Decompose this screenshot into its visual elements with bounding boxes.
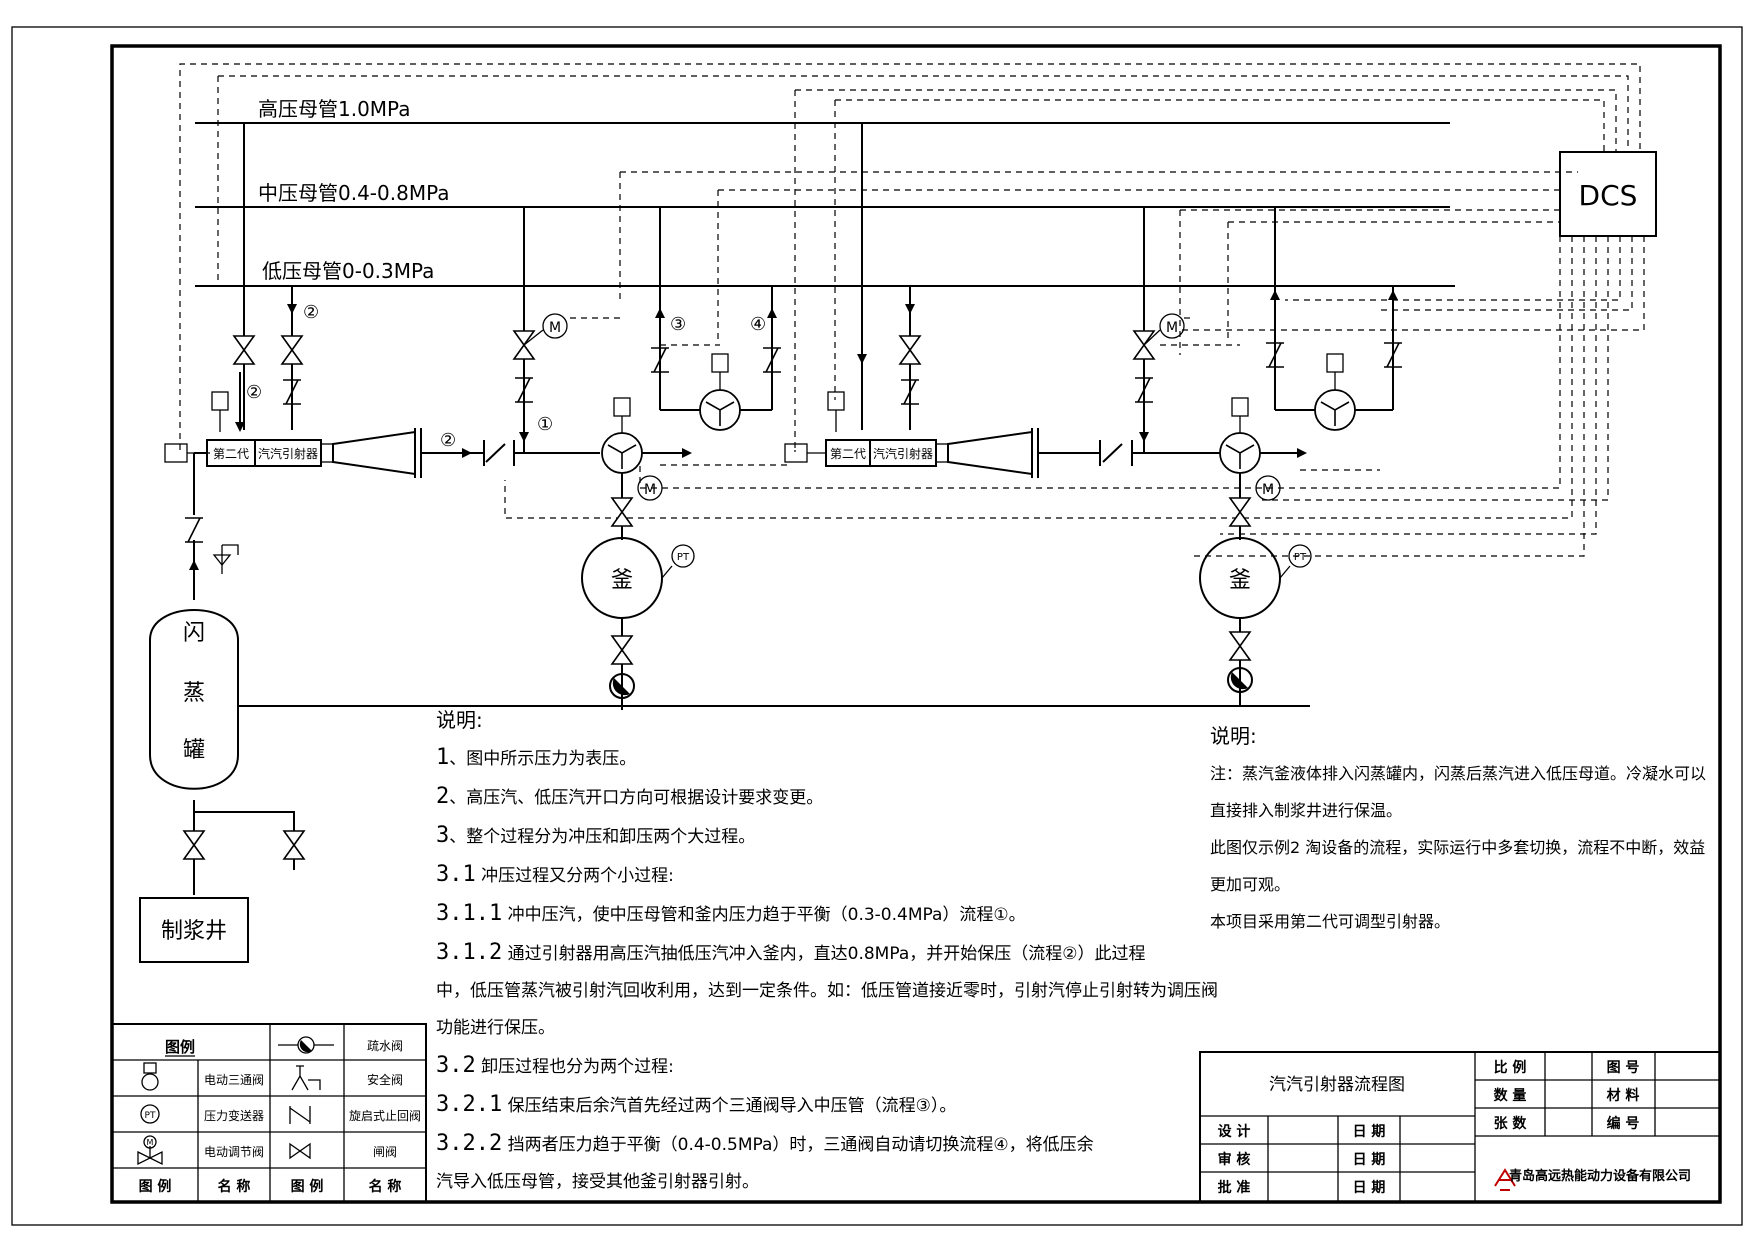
dcs-label: DCS [1579,179,1638,212]
legend-footer-4: 名 称 [369,1178,402,1195]
legend-item-pressure-transmitter: 压力变送器 [204,1108,264,1123]
tb-date-1: 日 期 [1353,1124,1386,1140]
motor-m-1: M [549,320,561,336]
unit-left: ② ② 第二代 汽汽引射器 ② M ① [164,123,782,710]
note-line: 3.2.1 保压结束后余汽首先经过两个三通阀导入中压管（流程③）。 [436,1092,957,1117]
slurry-well [139,897,249,963]
inner-frame [110,44,1722,1204]
drawing-name: 汽汽引射器流程图 [1269,1075,1405,1095]
kettle-right-label: 釜 [1229,568,1251,593]
legend-item-control-valve: 电动调节阀 [204,1145,264,1159]
tb-serial: 编 号 [1607,1115,1640,1132]
motor-m-3: M [1166,320,1178,336]
company-logo-icon [1494,1168,1516,1191]
ejector-name-label: 汽汽引射器 [258,446,318,461]
flow-marker-2b: ② [303,302,319,323]
tb-material: 材 料 [1607,1087,1640,1104]
high-pressure-header-label: 高压母管1.0MPa [258,97,410,121]
legend-pt: PT [145,1111,156,1121]
unit-right: 第二代 汽汽引射器 M M [784,123,1403,706]
steam-trap-left [609,673,635,699]
note-line: 此图仅示例2 淘设备的流程，实际运行中多套切换，流程不中断，效益 [1210,838,1706,857]
flow-marker-2a: ② [246,382,262,403]
tb-sheets: 张 数 [1494,1115,1528,1132]
flow-marker-3a: ③ [670,314,686,335]
legend-item-swing-check: 旋启式止回阀 [349,1109,421,1123]
tb-approve: 批 准 [1218,1179,1251,1196]
notes-left-title: 说明: [436,708,483,732]
motor-m-4: M [1262,482,1274,498]
legend-title: 图例 [165,1038,195,1056]
notes-left: 说明: 1、图中所示压力为表压。 2、高压汽、低压汽开口方向可根据设计要求变更。… [436,702,1218,1201]
kettle-left-label: 釜 [611,568,633,593]
ejector-gen2-label: 第二代 [213,447,249,461]
pt-right: PT [1294,552,1307,563]
flash-tank-char-3: 罐 [183,738,205,763]
tb-date-3: 日 期 [1353,1180,1386,1196]
motorized-control-valve-icon [137,1146,163,1166]
steam-trap-right [1227,667,1253,693]
legend-item-gate-valve: 闸阀 [373,1145,397,1159]
pt-left: PT [677,552,690,563]
gate-valve-icon [289,1142,311,1160]
note-line: 注：蒸汽釜液体排入闪蒸罐内，闪蒸后蒸汽进入低压母道。冷凝水可以 [1210,764,1707,783]
flash-tank-char-1: 闪 [183,621,205,646]
flash-tank [149,609,239,790]
note-line: 3.1.1 冲中压汽，使中压母管和釜内压力趋于平衡（0.3-0.4MPa）流程①… [436,901,1026,926]
legend-footer-2: 名 称 [218,1178,251,1195]
note-line: 1、图中所示压力为表压。 [436,745,637,770]
legend-m: M [147,1138,154,1147]
flow-marker-2c: ② [440,430,456,451]
legend-item-steam-trap: 疏水阀 [367,1038,403,1053]
tb-quantity: 数 量 [1494,1087,1527,1104]
slurry-well-label: 制浆井 [161,919,227,944]
note-line: 3、整个过程分为冲压和卸压两个大过程。 [436,823,756,848]
note-line: 功能进行保压。 [436,1018,555,1038]
note-line: 3.1 冲压过程又分两个小过程: [436,862,674,887]
pressure-transmitter-icon [140,1104,160,1124]
tb-date-2: 日 期 [1353,1152,1386,1168]
company-name: 青岛高远热能动力设备有限公司 [1509,1168,1691,1184]
legend-table: 图例 疏水阀 电动三通阀 安全阀 PT 压力变送器 旋启式止回阀 M 电动调节阀… [111,1023,427,1203]
ejector-gen2-label-2: 第二代 [830,447,866,461]
note-line: 3.2 卸压过程也分为两个过程: [436,1053,674,1078]
notes-right: 说明: 注：蒸汽釜液体排入闪蒸罐内，闪蒸后蒸汽进入低压母道。冷凝水可以 直接排入… [1210,718,1706,940]
legend-item-safety-valve: 安全阀 [367,1072,403,1087]
note-line: 更加可观。 [1210,875,1291,894]
mid-pressure-header-label: 中压母管0.4-0.8MPa [258,181,450,205]
note-line: 2、高压汽、低压汽开口方向可根据设计要求变更。 [436,784,824,809]
safety-valve-icon [291,1065,321,1091]
flow-marker-1: ① [537,414,553,435]
note-line: 3.1.2 通过引射器用高压汽抽低压汽冲入釜内，直达0.8MPa，并开始保压（流… [436,940,1146,965]
note-line: 直接排入制浆井进行保温。 [1210,801,1403,820]
tb-scale: 比 例 [1494,1059,1527,1076]
legend-footer-3: 图 例 [291,1178,324,1195]
outer-frame [11,26,1743,1226]
motorized-three-way-valve-icon [141,1073,159,1091]
flash-tank-char-2: 蒸 [183,681,205,706]
tb-drawing-no: 图 号 [1607,1060,1640,1076]
dcs-signal-lines [179,63,1645,557]
legend-item-three-way-valve: 电动三通阀 [204,1073,264,1087]
title-block: 汽汽引射器流程图 比 例 图 号 数 量 材 料 张 数 编 号 设 计 审 核… [1199,1051,1721,1203]
notes-right-title: 说明: [1210,724,1257,748]
note-line: 中，低压管蒸汽被引射汽回收利用，达到一定条件。如：低压管道接近零时，引射汽停止引… [436,981,1218,1001]
legend-footer-1: 图 例 [139,1178,172,1195]
ejector-name-label-2: 汽汽引射器 [873,446,933,461]
note-line: 本项目采用第二代可调型引射器。 [1210,912,1451,931]
note-line: 汽导入低压母管，接受其他釜引射器引射。 [436,1172,759,1192]
motor-m-2: M [644,482,656,498]
swing-check-valve-icon [289,1106,311,1124]
tb-design: 设 计 [1218,1123,1251,1140]
flow-marker-4a: ④ [750,314,766,335]
tb-review: 审 核 [1218,1151,1251,1168]
low-pressure-header-label: 低压母管0-0.3MPa [262,259,434,283]
note-line: 3.2.2 挡两者压力趋于平衡（0.4-0.5MPa）时，三通阀自动请切换流程④… [436,1131,1094,1156]
